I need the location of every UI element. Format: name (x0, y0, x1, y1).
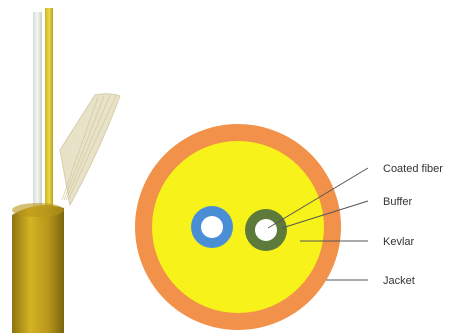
cable-jacket-end (12, 203, 64, 217)
label-coated-fiber: Coated fiber (383, 163, 443, 175)
cable-cross-section (135, 124, 341, 330)
label-buffer: Buffer (383, 196, 412, 208)
white-fiber-strand (33, 12, 42, 212)
kevlar-fibers-fan (60, 94, 120, 205)
kevlar-fill (152, 141, 324, 313)
cable-side-view (12, 8, 120, 333)
label-jacket: Jacket (383, 275, 415, 287)
cable-jacket-body (12, 205, 64, 333)
coated-fiber-left (201, 216, 223, 238)
coated-fiber-right (255, 219, 277, 241)
yellow-fiber-strand (45, 8, 53, 212)
label-kevlar: Kevlar (383, 236, 415, 248)
